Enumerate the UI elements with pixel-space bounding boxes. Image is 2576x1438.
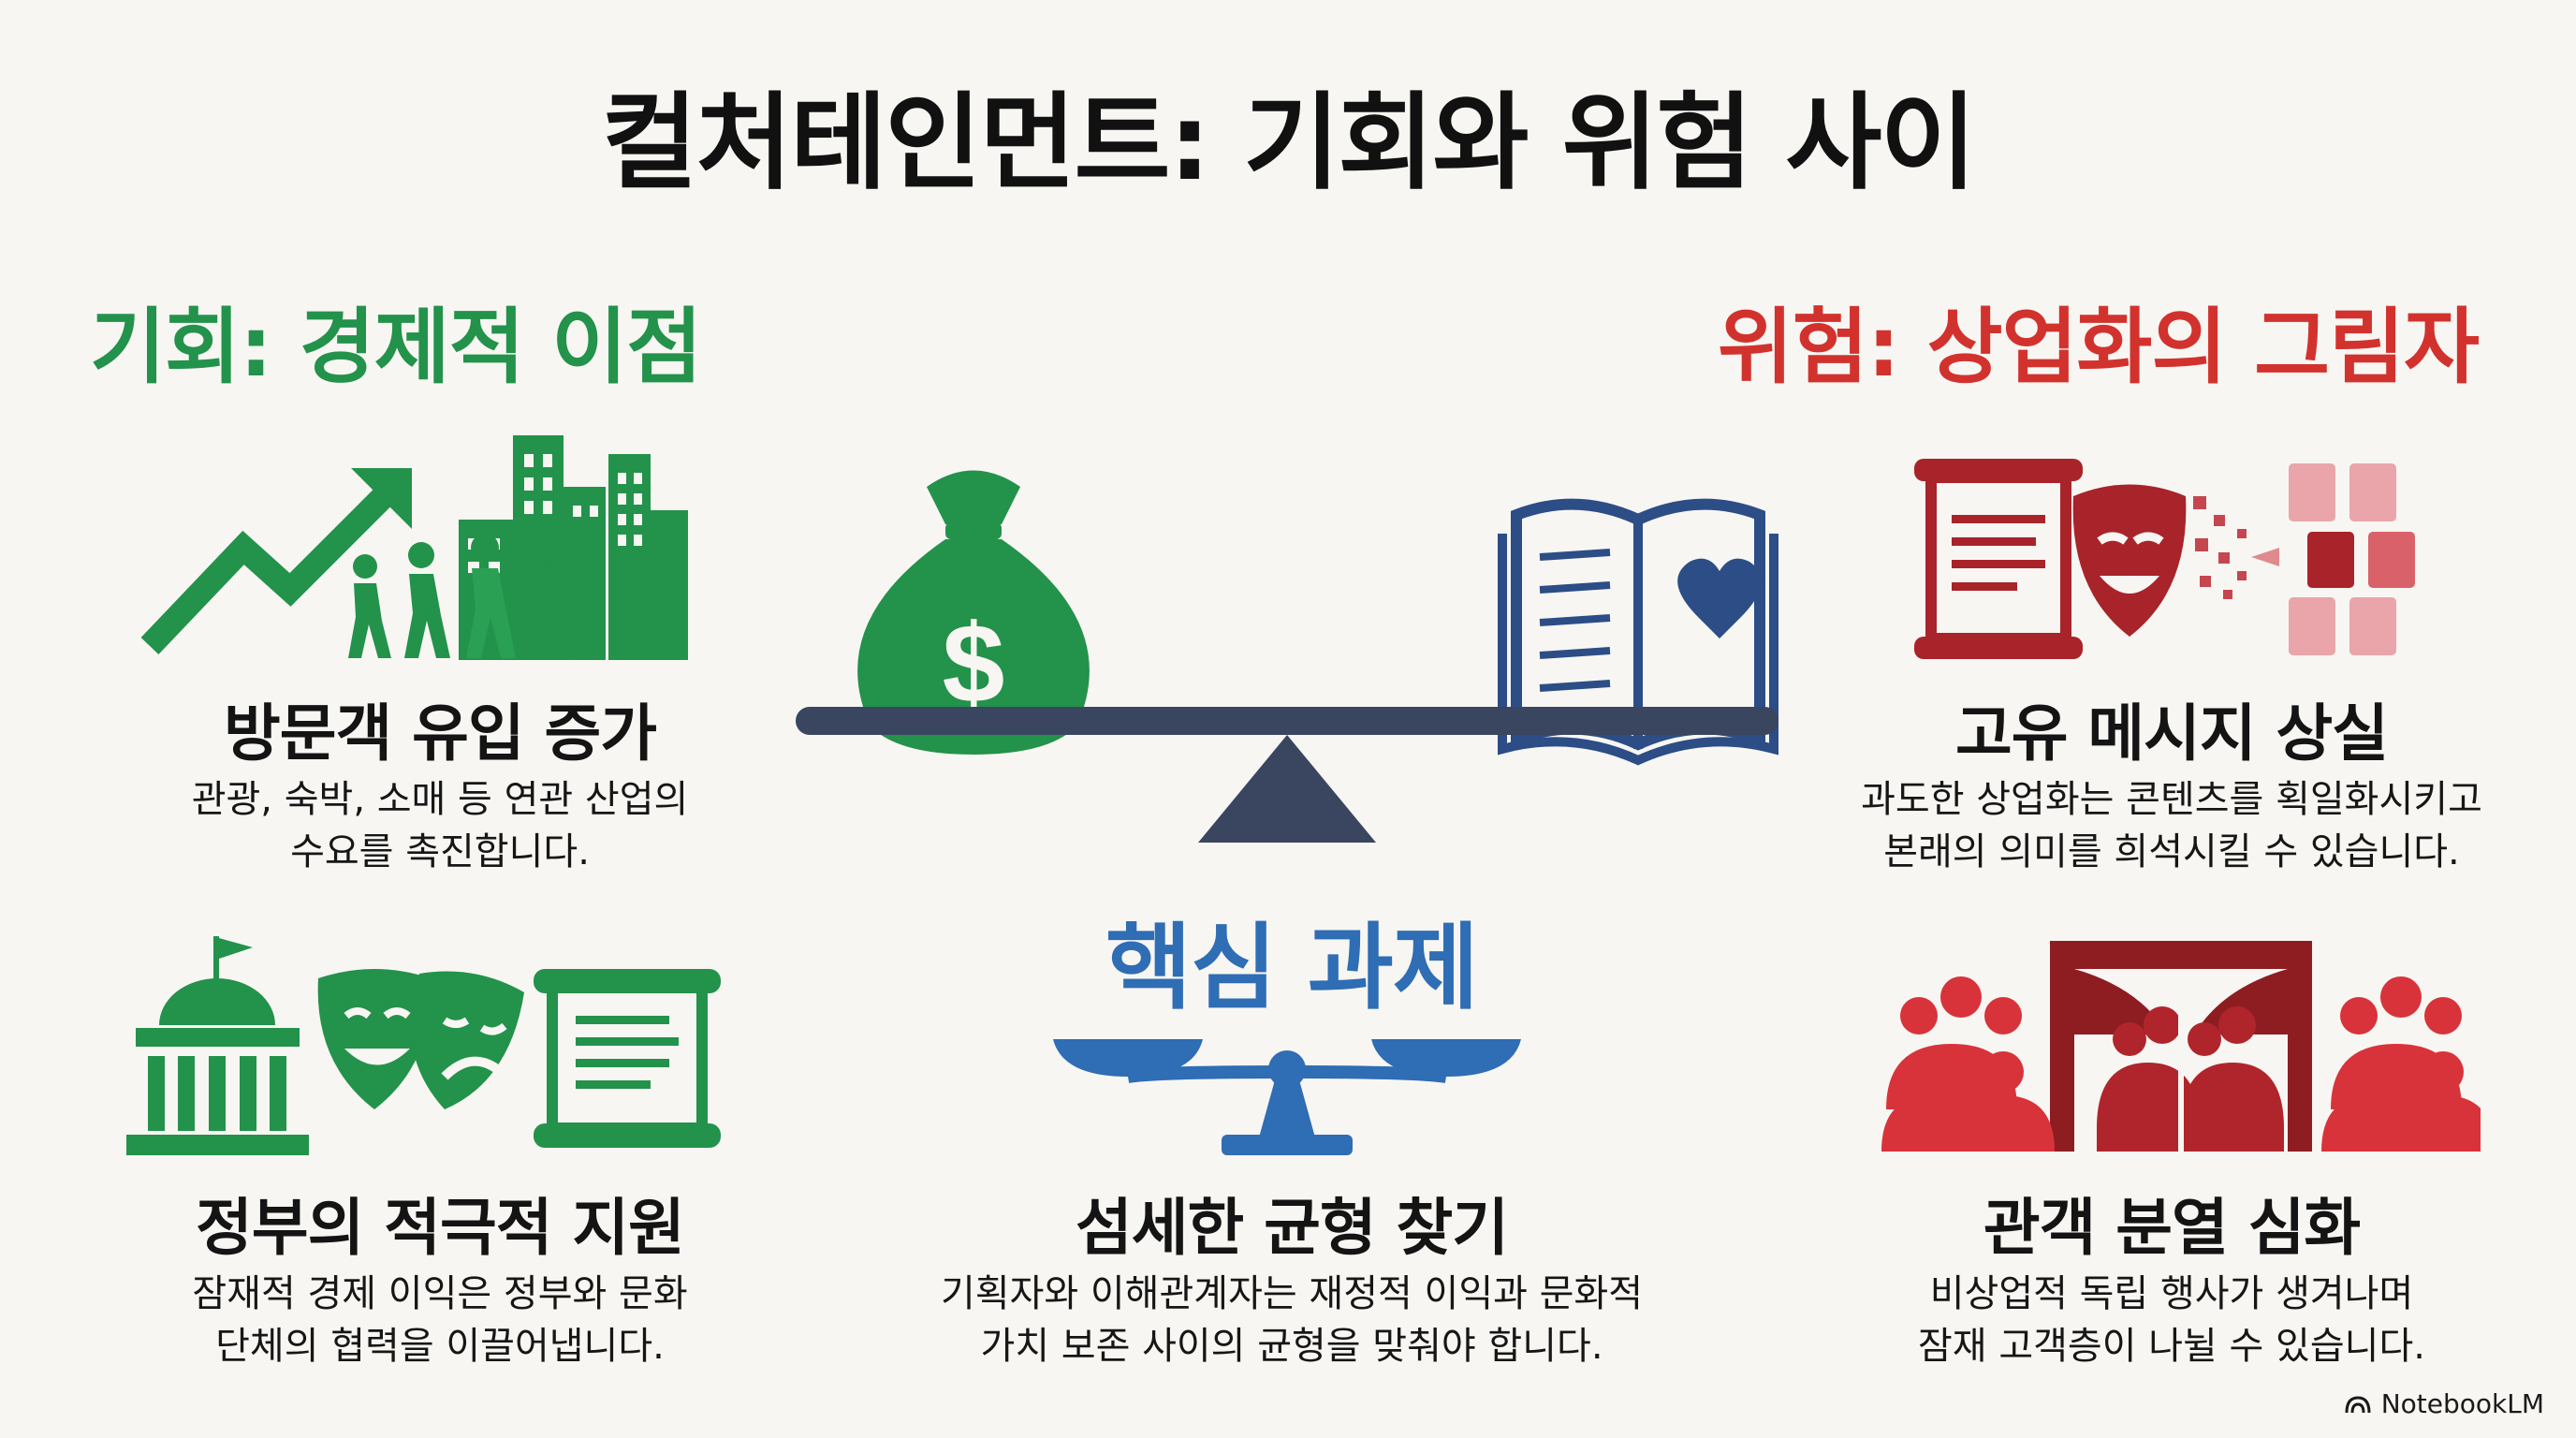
- growth-city-icon: [140, 435, 688, 660]
- card-title-find-balance: 섬세한 균형 찾기: [1076, 1192, 1509, 1264]
- desc-line: 수요를 촉진합니다.: [290, 830, 590, 873]
- card-desc-visitor-increase: 관광, 숙박, 소매 등 연관 산업의 수요를 촉진합니다.: [112, 773, 768, 878]
- desc-line: 기획자와 이해관계자는 재정적 이익과 문화적: [940, 1272, 1644, 1315]
- risk-heading: 위험: 상업화의 그림자: [1717, 299, 2480, 395]
- card-desc-government-support: 잠재적 경제 이익은 정부와 문화 단체의 협력을 이끌어냅니다.: [84, 1268, 796, 1372]
- money-bag-icon: $: [857, 470, 1090, 755]
- desc-line: 가치 보존 사이의 균형을 맞춰야 합니다.: [980, 1325, 1603, 1368]
- card-title-audience-split: 관객 분열 심화: [1983, 1192, 2361, 1264]
- desc-line: 잠재 고객층이 나뉠 수 있습니다.: [1918, 1325, 2425, 1368]
- brand-name: NotebookLM: [2380, 1388, 2544, 1419]
- growth-arrow-icon: [140, 482, 398, 654]
- brand-watermark: NotebookLM: [2344, 1388, 2544, 1419]
- audience-split-icon: [1881, 941, 2481, 1152]
- page-title: 컬처테인먼트: 기회와 위험 사이: [601, 82, 1976, 204]
- notebooklm-logo-icon: [2345, 1395, 2371, 1413]
- government-building-icon: [126, 936, 309, 1155]
- center-heading: 핵심 과제: [1105, 913, 1479, 1022]
- card-title-message-loss: 고유 메시지 상실: [1955, 697, 2389, 770]
- seesaw-balance-icon: $: [796, 470, 1778, 843]
- desc-line: 단체의 협력을 이끌어냅니다.: [215, 1325, 665, 1368]
- card-title-government-support: 정부의 적극적 지원: [196, 1192, 685, 1264]
- card-title-visitor-increase: 방문객 유입 증가: [224, 697, 657, 770]
- government-masks-scroll-icon: [126, 936, 721, 1155]
- card-desc-find-balance: 기획자와 이해관계자는 재정적 이익과 문화적 가치 보존 사이의 균형을 맞춰…: [861, 1268, 1722, 1372]
- scroll-mask-copies-icon: [1914, 459, 2415, 659]
- desc-line: 잠재적 경제 이익은 정부와 문화: [192, 1272, 688, 1315]
- card-desc-message-loss: 과도한 상업화는 콘텐츠를 획일화시키고 본래의 의미를 희석시킬 수 있습니다…: [1750, 773, 2576, 878]
- walking-people-icon: [348, 534, 576, 658]
- scroll-document-icon: [534, 969, 721, 1148]
- desc-line: 과도한 상업화는 콘텐츠를 획일화시키고: [1861, 778, 2482, 821]
- opportunity-heading: 기회: 경제적 이점: [90, 299, 702, 395]
- card-desc-audience-split: 비상업적 독립 행사가 생겨나며 잠재 고객층이 나뉠 수 있습니다.: [1778, 1268, 2565, 1372]
- balance-scale-icon: [1053, 1039, 1521, 1155]
- desc-line: 비상업적 독립 행사가 생겨나며: [1929, 1272, 2414, 1315]
- theater-masks-icon: [317, 969, 524, 1109]
- desc-line: 본래의 의미를 희석시킬 수 있습니다.: [1883, 830, 2460, 873]
- desc-line: 관광, 숙박, 소매 등 연관 산업의: [191, 778, 689, 821]
- svg-text:$: $: [943, 601, 1005, 726]
